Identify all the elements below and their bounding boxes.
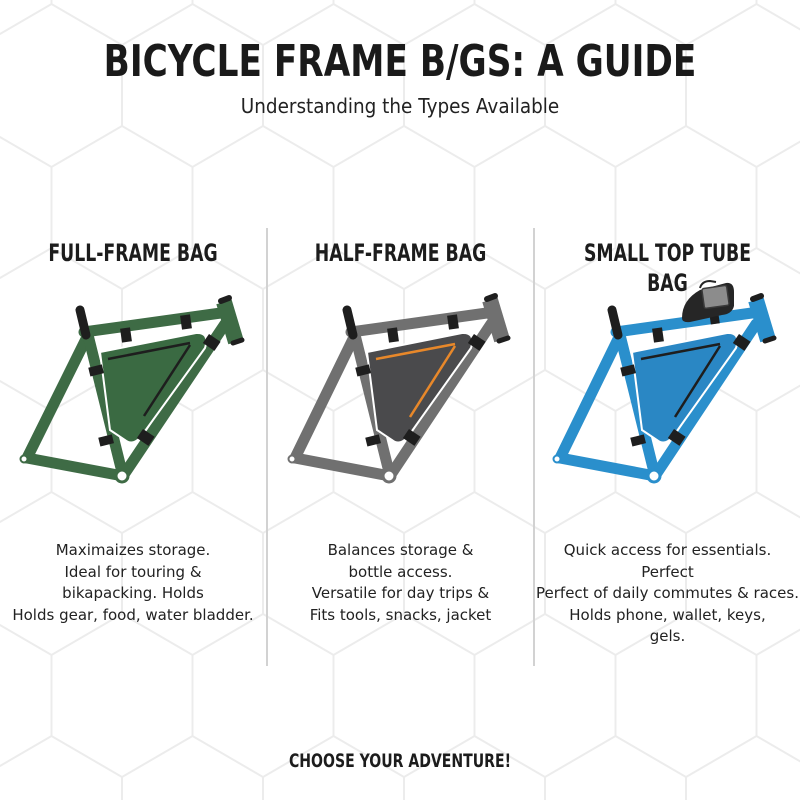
description-line: Perfect xyxy=(641,562,694,581)
description-line: Fits tools, snacks, jacket xyxy=(309,605,492,624)
column-divider xyxy=(266,228,268,666)
description-line: bikapacking. Holds xyxy=(62,584,204,602)
column-heading: FULL-FRAME BAG xyxy=(48,239,218,267)
half-frame-bag-bike-icon xyxy=(287,293,511,484)
column-divider xyxy=(533,228,535,666)
top-tube-bag xyxy=(682,279,734,323)
description-line: Perfect of daily commutes & races. xyxy=(536,584,799,602)
description-line: Quick access for essentials. xyxy=(563,541,772,559)
description-line: gels. xyxy=(649,627,686,645)
page-subtitle: Understanding the Types Available xyxy=(240,94,560,118)
description-line: Balances storage & xyxy=(327,541,474,559)
description-line: bottle access. xyxy=(348,562,453,581)
description-line: Holds phone, wallet, keys, xyxy=(569,605,766,624)
description-line: Holds gear, food, water bladder. xyxy=(12,605,254,624)
column-heading: HALF-FRAME BAG xyxy=(314,239,487,267)
column-description: Maximaizes storage. Ideal for touring & … xyxy=(0,540,266,626)
description-line: Maximaizes storage. xyxy=(55,541,211,559)
column-small-top-tube-bag: SMALL TOP TUBE BAG xyxy=(535,230,800,670)
description-line: Versatile for day trips & xyxy=(311,584,490,602)
column-half-frame-bag: HALF-FRAME BAG xyxy=(268,230,533,670)
call-to-action: CHOOSE YOUR ADVENTURE! xyxy=(288,750,512,772)
description-line: Ideal for touring & xyxy=(64,562,202,581)
column-heading: SMALL TOP TUBE BAG xyxy=(583,239,751,297)
top-tube-bag-bike-icon xyxy=(552,279,777,484)
page-title: BICYCLE FRAME B/GS: A GUIDE xyxy=(103,36,697,87)
column-description: Quick access for essentials. Perfect Per… xyxy=(535,540,800,648)
full-frame-bag-bike-icon xyxy=(19,295,245,484)
column-description: Balances storage & bottle access. Versat… xyxy=(268,540,533,626)
column-full-frame-bag: FULL-FRAME BAG xyxy=(0,230,266,670)
